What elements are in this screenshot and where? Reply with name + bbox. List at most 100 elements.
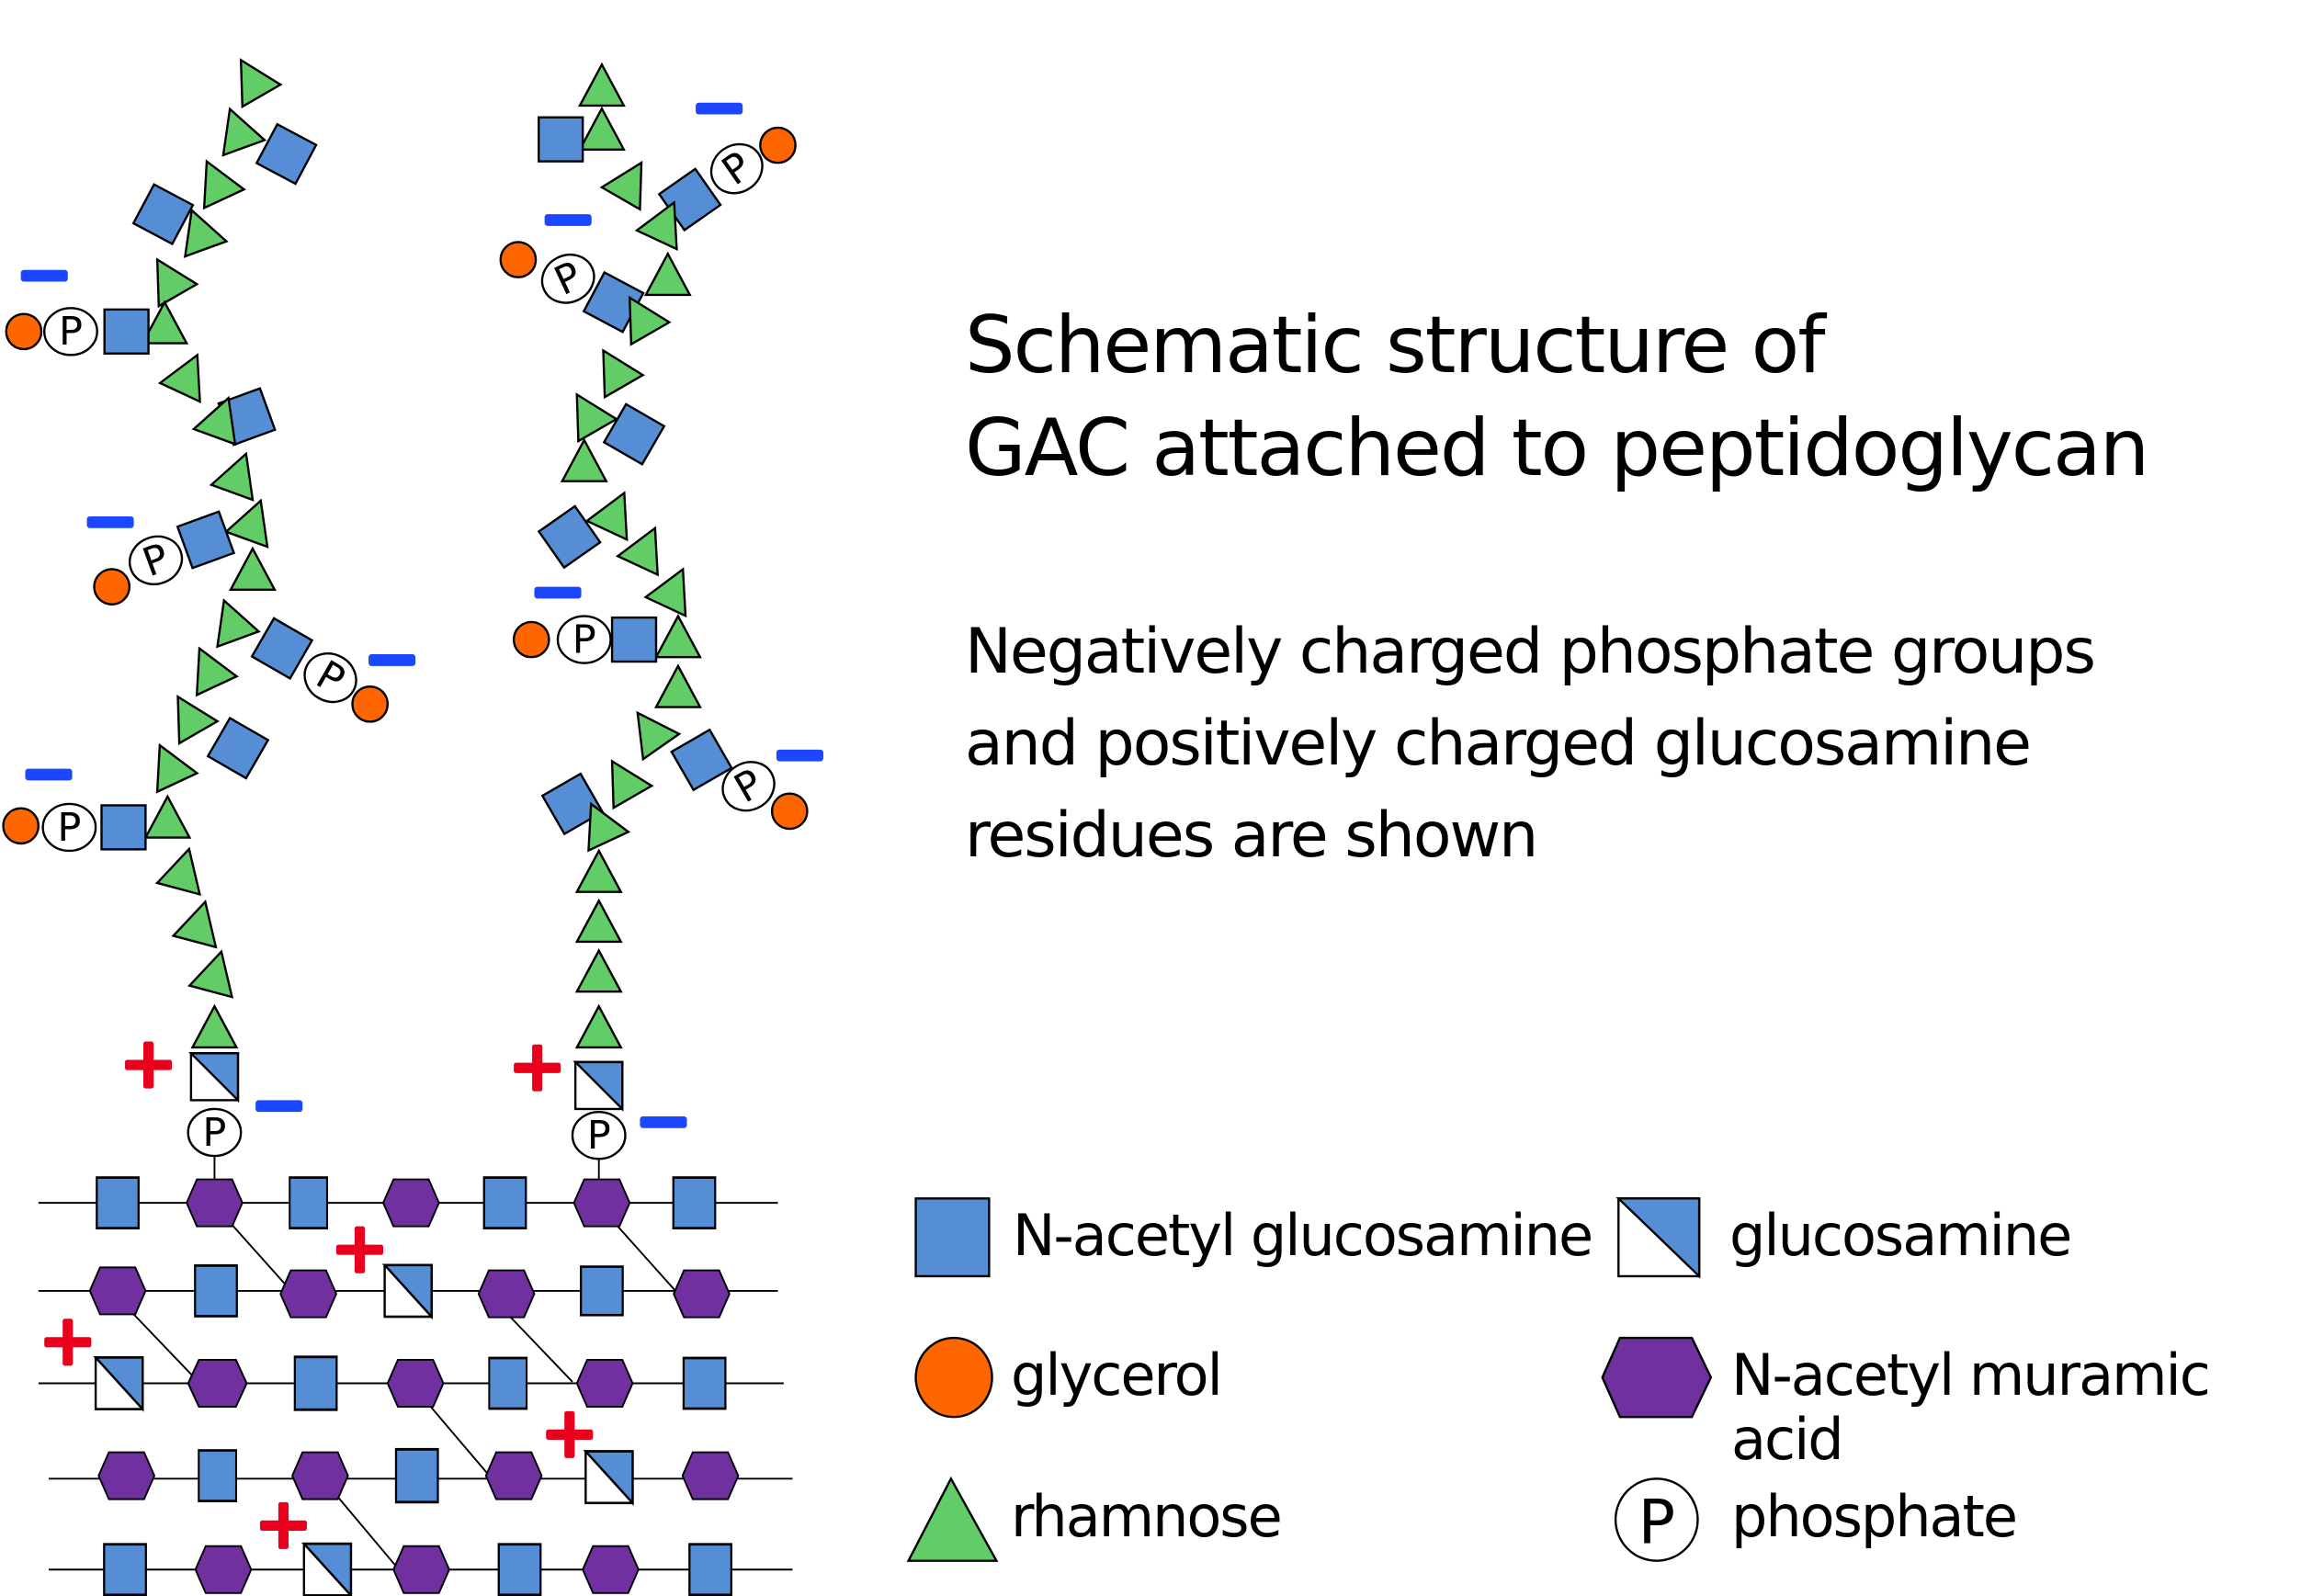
murnac-icon bbox=[186, 1178, 244, 1228]
glucosamine-icon bbox=[189, 1052, 240, 1102]
glcnac-icon bbox=[538, 116, 584, 163]
murnac-icon bbox=[382, 1178, 440, 1228]
glycerol-icon bbox=[512, 620, 550, 659]
glcnac-icon bbox=[293, 1355, 338, 1411]
legend-label-glucosamine: glucosamine bbox=[1729, 1202, 2072, 1269]
phosphate-icon bbox=[571, 1110, 627, 1160]
phosphate-icon bbox=[121, 527, 190, 593]
rhamnose-icon bbox=[202, 592, 260, 648]
legend-label-phosphate: phosphate bbox=[1731, 1483, 2018, 1550]
rhamnose-icon bbox=[186, 151, 245, 209]
glycerol-icon bbox=[2, 807, 40, 845]
rhamnose-icon bbox=[654, 664, 702, 708]
murnac-icon bbox=[279, 1269, 337, 1319]
murnac-icon bbox=[97, 1451, 155, 1500]
phosphate-icon bbox=[41, 802, 97, 853]
negative-charge-icon bbox=[640, 1115, 687, 1128]
title-line-1: Schematic structure of bbox=[965, 300, 1826, 391]
subtitle-line-3: residues are shown bbox=[965, 799, 1538, 872]
glcnac-icon bbox=[250, 617, 313, 680]
rhamnose-icon bbox=[575, 900, 622, 944]
subtitle: Negatively charged phosphate groups and … bbox=[965, 606, 2096, 882]
glcnac-icon bbox=[255, 123, 318, 186]
murnac-icon bbox=[681, 1451, 740, 1500]
rhamnose-icon bbox=[191, 1005, 238, 1049]
positive-charge-icon bbox=[125, 1041, 173, 1089]
legend-murnac-icon bbox=[1601, 1336, 1713, 1419]
rhamnose-icon bbox=[178, 638, 238, 696]
rhamnose-icon bbox=[208, 100, 266, 157]
legend-rhamnose-icon bbox=[906, 1476, 999, 1562]
legend-glycerol-icon bbox=[914, 1336, 993, 1419]
rhamnose-icon bbox=[172, 895, 228, 949]
positive-charge-icon bbox=[44, 1319, 92, 1366]
glycerol-icon bbox=[770, 792, 809, 831]
rhamnose-icon bbox=[561, 438, 607, 482]
negative-charge-icon bbox=[544, 214, 592, 226]
glcnac-icon bbox=[193, 1264, 239, 1318]
murnac-icon bbox=[484, 1451, 543, 1500]
negative-charge-icon bbox=[86, 515, 134, 528]
glcnac-icon bbox=[538, 504, 602, 569]
phosphate-icon bbox=[43, 307, 98, 357]
murnac-icon bbox=[477, 1269, 536, 1319]
glycerol-icon bbox=[351, 685, 390, 723]
rhamnose-icon bbox=[575, 849, 622, 893]
murnac-icon bbox=[392, 1545, 450, 1594]
rhamnose-icon bbox=[188, 945, 244, 999]
svg-text:P: P bbox=[1638, 1487, 1675, 1558]
negative-charge-icon bbox=[25, 768, 73, 781]
rhamnose-icon bbox=[210, 445, 268, 502]
glcnac-icon bbox=[487, 1356, 528, 1410]
rhamnose-icon bbox=[578, 107, 626, 152]
rhamnose-icon bbox=[229, 547, 277, 591]
glucosamine-icon bbox=[302, 1542, 353, 1596]
peptidoglycan-residues bbox=[44, 1176, 740, 1596]
legend-label-glcnac: N-acetyl glucosamine bbox=[1013, 1202, 1593, 1269]
glcnac-icon bbox=[131, 183, 195, 245]
glycerol-icon bbox=[5, 312, 43, 351]
glycerol-icon bbox=[499, 241, 538, 278]
subtitle-line-2: and positively charged glucosamine bbox=[965, 707, 2032, 780]
legend-icons: P bbox=[906, 1197, 1713, 1562]
rhamnose-icon bbox=[583, 338, 644, 399]
glycerol-icon bbox=[759, 126, 797, 164]
glcnac-icon bbox=[176, 510, 235, 570]
negative-charge-icon bbox=[534, 586, 582, 599]
positive-charge-icon bbox=[335, 1226, 384, 1273]
glcnac-icon bbox=[497, 1543, 542, 1596]
legend-label-glycerol: glycerol bbox=[1011, 1341, 1223, 1409]
murnac-icon bbox=[673, 1269, 731, 1319]
murnac-icon bbox=[572, 1178, 631, 1228]
glcnac-icon bbox=[682, 1356, 727, 1410]
page-title: Schematic structure of GAC attached to p… bbox=[965, 294, 2149, 500]
rhamnose-icon bbox=[618, 698, 681, 761]
rhamnose-icon bbox=[575, 949, 622, 993]
legend-glcnac-icon bbox=[914, 1197, 991, 1278]
legend-phosphate-icon: P bbox=[1614, 1477, 1699, 1562]
glucosamine-icon bbox=[573, 1060, 624, 1111]
glcnac-icon bbox=[95, 1176, 141, 1230]
rhamnose-icon bbox=[644, 252, 691, 297]
glcnac-icon bbox=[670, 729, 733, 791]
left-gac-chain bbox=[2, 48, 416, 1183]
glcnac-icon bbox=[603, 402, 665, 466]
legend-label-murnac: N-acetyl muramic acid bbox=[1731, 1341, 2211, 1473]
murnac-icon bbox=[582, 1545, 640, 1594]
glcnac-icon bbox=[394, 1447, 439, 1504]
title-line-2: GAC attached to peptidoglycan bbox=[965, 402, 2149, 494]
glcnac-icon bbox=[288, 1176, 329, 1230]
rhamnose-icon bbox=[158, 345, 219, 403]
glcnac-icon bbox=[482, 1176, 527, 1230]
murnac-icon bbox=[291, 1451, 349, 1500]
rhamnose-icon bbox=[137, 247, 198, 308]
glcnac-icon bbox=[610, 616, 658, 663]
glcnac-icon bbox=[100, 804, 147, 851]
negative-charge-icon bbox=[368, 654, 416, 666]
glcnac-icon bbox=[579, 1265, 624, 1317]
glcnac-icon bbox=[207, 717, 269, 780]
negative-charge-icon bbox=[696, 102, 743, 115]
positive-charge-icon bbox=[514, 1044, 561, 1092]
rhamnose-icon bbox=[578, 63, 626, 108]
